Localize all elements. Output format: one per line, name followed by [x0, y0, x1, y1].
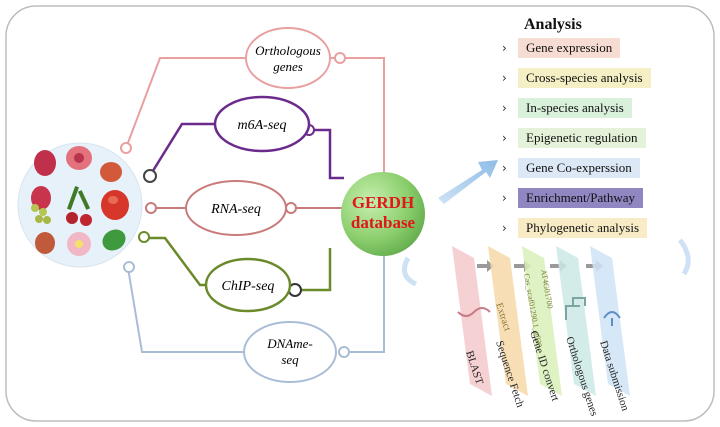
gerdh-database-node: GERDH database	[341, 172, 425, 256]
connector-dname-right	[340, 252, 385, 353]
chevron-right-icon: ›	[502, 41, 507, 55]
node-dname-left	[123, 261, 135, 273]
datatype-label: m6A-seq	[238, 118, 287, 133]
analysis-item-label: Phylogenetic analysis	[518, 218, 648, 238]
node-orthologous-right	[334, 52, 346, 64]
node-rna-right	[285, 202, 297, 214]
datatype-label: RNA-seq	[210, 202, 261, 217]
node-chip-left	[138, 231, 150, 243]
connector-orthologous-right	[331, 57, 385, 190]
connector-chip-right	[300, 248, 332, 292]
analysis-item-co-expression: › Gene Co-experssion	[502, 157, 640, 179]
node-orthologous-left	[120, 142, 132, 154]
node-dname-right	[338, 346, 350, 358]
chevron-right-icon: ›	[502, 161, 507, 175]
datatype-label: Orthologous	[255, 43, 321, 58]
analysis-item-epigenetic: › Epigenetic regulation	[502, 127, 646, 149]
right-swoosh-arrow	[677, 238, 691, 276]
datatype-rna-seq: RNA-seq	[185, 180, 287, 236]
connector-dname	[127, 267, 246, 353]
submit-icon	[603, 311, 621, 326]
datatype-label: DNAme-	[266, 336, 313, 351]
datatype-dname-seq: DNAme- seq	[243, 321, 337, 383]
analysis-item-label: Cross-species analysis	[518, 68, 651, 88]
datatype-chip-seq: ChIP-seq	[204, 257, 292, 313]
analysis-item-label: Gene expression	[518, 38, 621, 58]
chevron-right-icon: ›	[502, 101, 507, 115]
datatype-label: ChIP-seq	[222, 279, 275, 294]
node-m6a-left	[143, 169, 157, 183]
analysis-title: Analysis	[524, 16, 582, 33]
analysis-item-enrichment: › Enrichment/Pathway	[502, 187, 644, 209]
connector-m6a	[149, 122, 215, 175]
plant-species-circle	[17, 142, 143, 268]
connectors	[125, 57, 385, 353]
tree-icon	[565, 297, 586, 320]
dna-icon	[457, 307, 491, 317]
datatype-label-line2: seq	[281, 352, 299, 367]
database-subtitle: database	[351, 213, 416, 232]
analysis-item-label: In-species analysis	[518, 98, 632, 118]
chevron-right-icon: ›	[502, 191, 507, 205]
node-rna-left	[145, 202, 157, 214]
plant-icon-grid	[31, 146, 129, 256]
analysis-item-label: Epigenetic regulation	[518, 128, 646, 148]
left-swoosh-arrow	[401, 256, 418, 287]
analysis-item-cross-species: › Cross-species analysis	[502, 67, 651, 89]
chevron-right-icon: ›	[502, 221, 507, 235]
analysis-item-gene-expression: › Gene expression	[502, 37, 621, 59]
analysis-item-phylogenetic: › Phylogenetic analysis	[502, 217, 648, 239]
chevron-right-icon: ›	[502, 71, 507, 85]
analysis-item-label: Gene Co-experssion	[518, 158, 640, 178]
datatype-m6a-seq: m6A-seq	[213, 95, 311, 153]
connector-m6a-right	[313, 128, 344, 180]
flow-arrow	[438, 160, 498, 204]
chevron-right-icon: ›	[502, 131, 507, 145]
database-title: GERDH	[352, 193, 414, 212]
connector-orthologous	[125, 57, 245, 149]
analysis-item-in-species: › In-species analysis	[502, 97, 632, 119]
analysis-item-label: Enrichment/Pathway	[518, 188, 644, 208]
datatype-orthologous: Orthologous genes	[245, 27, 331, 89]
datatype-label-line2: genes	[273, 59, 303, 74]
